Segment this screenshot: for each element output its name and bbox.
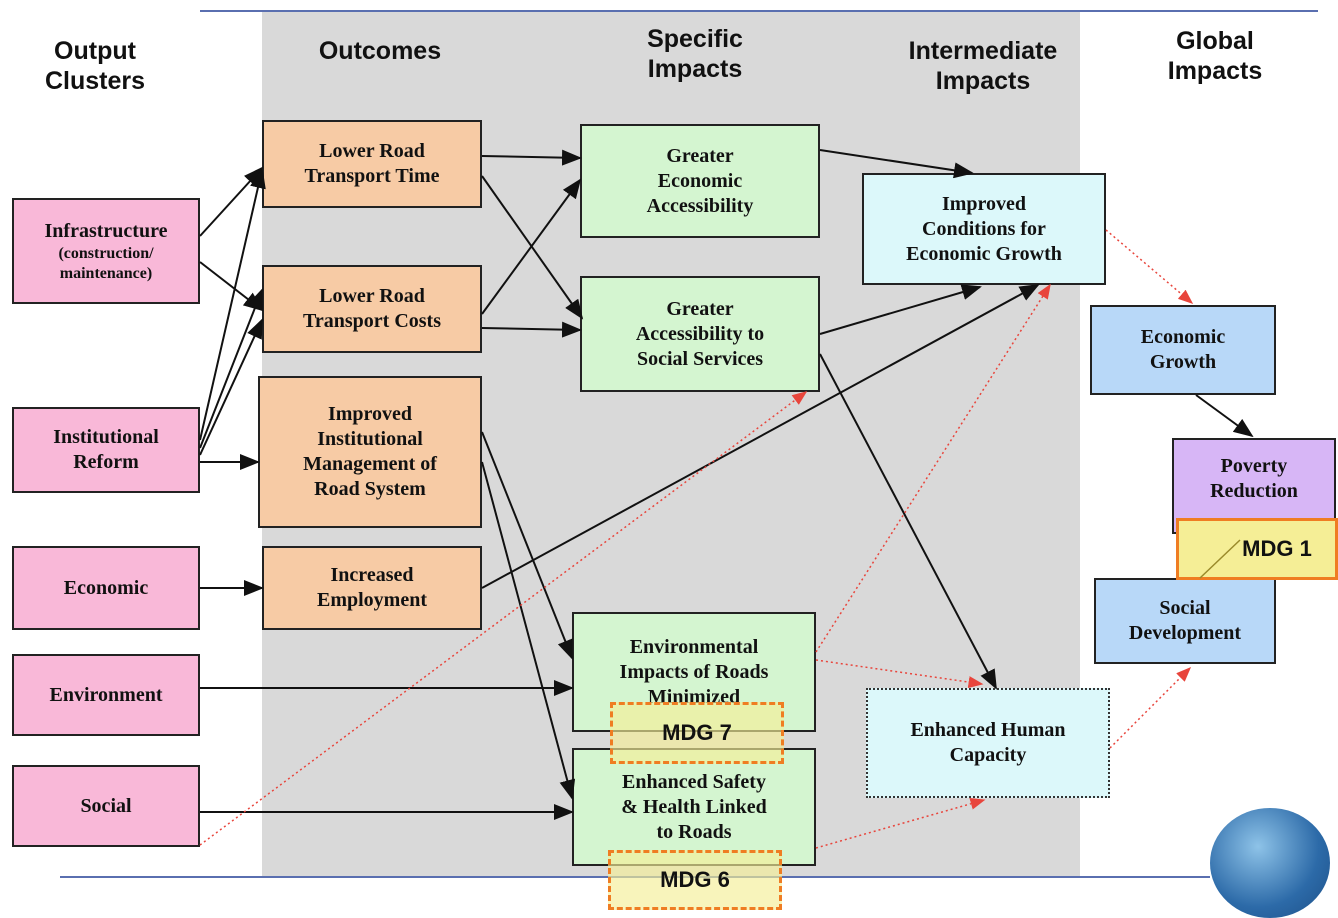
cluster-economic: Economic (12, 546, 200, 630)
intermediate-conditions-for-growth: Improved Conditions for Economic Growth (862, 173, 1106, 285)
cluster-social: Social (12, 765, 200, 847)
arrow-reform-to-time (199, 168, 266, 441)
top-rule (200, 10, 1318, 12)
global-social-development: Social Development (1094, 578, 1276, 664)
cluster-environment: Environment (12, 654, 200, 736)
outcome-increased-employment: Increased Employment (262, 546, 482, 630)
outcome-improved-management: Improved Institutional Management of Roa… (258, 376, 482, 528)
arrow-infra-to-time (199, 166, 264, 237)
globe-logo (1210, 808, 1330, 918)
arrow-human-to-social-dev (1109, 666, 1192, 749)
mdg1-badge: MDG 1 (1176, 518, 1338, 580)
header-output-clusters: Output Clusters (44, 37, 146, 95)
intermediate-enhanced-human-capacity: Enhanced Human Capacity (866, 688, 1110, 798)
impact-enhanced-safety-health: Enhanced Safety & Health Linked to Roads (572, 748, 816, 866)
header-outcomes: Outcomes (318, 37, 442, 65)
arrow-infra-to-costs (199, 261, 264, 312)
cluster-infrastructure: Infrastructure (construction/ maintenanc… (12, 198, 200, 304)
header-global-impacts: Global Impacts (1167, 27, 1263, 85)
arrow-reform-to-costs-a (199, 288, 263, 449)
arrow-conditions-to-growth (1105, 229, 1194, 304)
arrow-growth-to-poverty (1195, 394, 1254, 438)
header-intermediate-impacts: Intermediate Impacts (908, 37, 1058, 95)
outcome-lower-transport-time: Lower Road Transport Time (262, 120, 482, 208)
cluster-institutional-reform: Institutional Reform (12, 407, 200, 493)
arrow-reform-to-costs-b (199, 318, 263, 456)
impact-greater-social-access: Greater Accessibility to Social Services (580, 276, 820, 392)
global-economic-growth: Economic Growth (1090, 305, 1276, 395)
cluster-infrastructure-title: Infrastructure (44, 219, 168, 242)
header-specific-impacts: Specific Impacts (647, 25, 743, 83)
cluster-infrastructure-subtitle: (construction/ maintenance) (58, 244, 154, 282)
impact-greater-economic-accessibility: Greater Economic Accessibility (580, 124, 820, 238)
outcome-lower-transport-costs: Lower Road Transport Costs (262, 265, 482, 353)
mdg6-badge: MDG 6 (608, 850, 782, 910)
mdg7-badge: MDG 7 (610, 702, 784, 764)
